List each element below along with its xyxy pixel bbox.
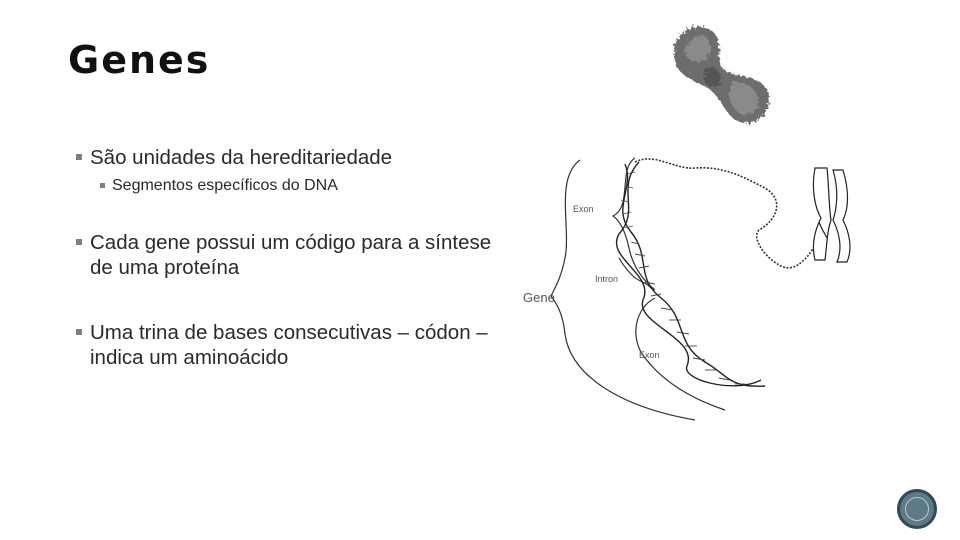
- gene-label: Gene: [523, 290, 555, 305]
- bullet-item-codon: Uma trina de bases consecutivas – códon …: [76, 320, 516, 370]
- bullet-list: São unidades da hereditariedade Segmento…: [76, 145, 516, 370]
- dna-strand-b: [615, 161, 762, 387]
- intron-label: Intron: [595, 274, 618, 284]
- exon-bottom-brace: [635, 297, 726, 411]
- gene-dna-diagram: Gene Exon Intron Exon: [523, 157, 851, 421]
- circle-button-icon[interactable]: [897, 489, 937, 529]
- chromosome-icon: [812, 167, 851, 263]
- bullet-item-codigo: Cada gene possui um código para a síntes…: [76, 230, 516, 280]
- chromatin-fiber: [634, 158, 820, 269]
- chromosome-micrograph-icon: [674, 26, 770, 123]
- sub-bullet-segmentos: Segmentos específicos do DNA: [76, 176, 516, 196]
- gene-brace: [550, 159, 696, 421]
- exon-top-brace: [611, 157, 656, 291]
- slide-title: Genes: [68, 38, 211, 82]
- exon-top-label: Exon: [573, 204, 594, 214]
- exon-bottom-label: Exon: [639, 350, 660, 360]
- dna-strand-a: [622, 163, 766, 387]
- intron-brace: [618, 257, 654, 291]
- bullet-item-hereditariedade: São unidades da hereditariedade: [76, 145, 516, 170]
